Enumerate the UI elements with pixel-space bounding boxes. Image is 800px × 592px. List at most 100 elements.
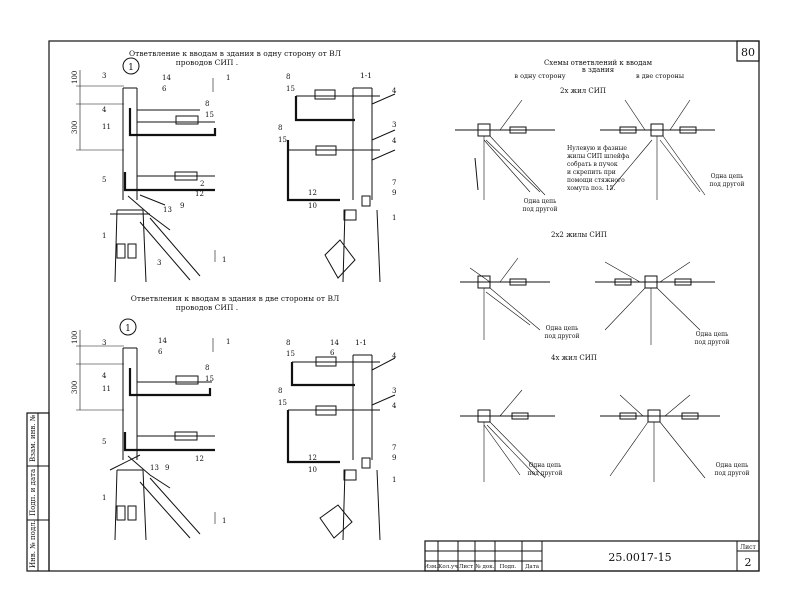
callout: 14	[162, 74, 171, 82]
callout: 7	[392, 444, 396, 452]
callout: 6	[162, 85, 167, 93]
callout: 4	[392, 87, 397, 95]
scheme-row3-left	[460, 389, 555, 482]
callout: 1	[102, 494, 106, 502]
middle-top-view: 1-1 8 15 4 8 15 3 4 12 10 7 9 1	[278, 71, 397, 283]
callout: 14	[330, 339, 339, 347]
document-code: 25.0017-15	[608, 551, 671, 564]
view-marker-label: 1	[125, 324, 131, 334]
callout: 8	[278, 124, 282, 132]
callout: 10	[308, 202, 317, 210]
callout: 14	[158, 337, 167, 345]
callout: 4	[392, 352, 397, 360]
dim-300: 300	[71, 381, 79, 394]
callout: 3	[102, 339, 106, 347]
callout: 12	[308, 189, 317, 197]
sheet-frame	[48, 40, 760, 572]
callout: 15	[286, 350, 295, 358]
callout: 4	[102, 372, 107, 380]
callout: 1	[392, 476, 396, 484]
left-bottom-view: Ответвления к вводам в здания в две стор…	[71, 294, 340, 541]
chain-label-2: под другой	[694, 339, 729, 346]
scheme-row3-right	[600, 394, 720, 482]
callout: 13	[150, 464, 159, 472]
side-stamp-label-3: Инв. № подл.	[29, 520, 37, 568]
sheet-label: Лист	[740, 544, 756, 551]
chain-label-1: Одна цепь	[711, 173, 745, 180]
note-line: Нулевую и фазные	[567, 145, 627, 152]
view-marker-label: 1	[128, 63, 134, 73]
left-bottom-title-2: проводов СИП .	[176, 303, 238, 312]
chain-label-1: Одна цепь	[529, 462, 563, 469]
stamp-col-kol: Кол.уч	[438, 564, 458, 570]
pole-lower	[114, 209, 147, 283]
section-mark-bottom: 1	[222, 517, 226, 525]
stamp-col-date: Дата	[525, 564, 540, 570]
callout: 15	[278, 136, 287, 144]
schemes-panel: Схемы ответвлений к вводам в здания в од…	[455, 59, 750, 482]
stamp-col-podp: Подп.	[500, 564, 517, 570]
callout: 4	[102, 106, 107, 114]
chain-label-2: под другой	[709, 181, 744, 188]
callout: 8	[286, 339, 290, 347]
callout: 11	[102, 123, 111, 131]
callout: 15	[278, 399, 287, 407]
callout: 11	[102, 385, 111, 393]
callout: 9	[180, 202, 184, 210]
callout: 5	[102, 176, 106, 184]
dim-100: 100	[71, 71, 79, 84]
callout: 2	[200, 180, 204, 188]
note-line: хомута поз. 15.	[567, 185, 615, 192]
chain-label-1: Одна цепь	[524, 198, 558, 205]
scheme-row1-left	[455, 99, 555, 200]
section-mark-top: 1	[226, 74, 230, 82]
callout: 9	[392, 454, 396, 462]
row3-title: 4х жил СИП	[551, 354, 597, 362]
note-line: собрать в пучок	[567, 161, 618, 168]
section-mark-top: 1	[226, 338, 230, 346]
schemes-col-left: в одну сторону	[514, 72, 565, 80]
note-line: жилы СИП шлейфа	[567, 153, 630, 160]
left-top-title-2: проводов СИП .	[176, 58, 238, 67]
callout: 4	[392, 137, 397, 145]
schemes-title-1: Схемы ответвлений к вводам	[544, 59, 653, 67]
callout: 3	[102, 72, 106, 80]
callout: 6	[330, 349, 335, 357]
sheet-number: 2	[745, 556, 752, 569]
callout: 13	[163, 206, 172, 214]
callout: 15	[205, 375, 214, 383]
section-label: 1-1	[360, 71, 372, 80]
side-stamp-label-1: Взам. инв. №	[29, 414, 37, 462]
stamp-col-izm: Изм.	[424, 564, 438, 570]
stamp-col-list: Лист	[459, 564, 473, 570]
section-label: 1-1	[355, 338, 367, 347]
left-top-view: Ответвление к вводам в здания в одну сто…	[71, 49, 341, 283]
chain-label-1: Одна цепь	[716, 462, 750, 469]
callout: 9	[165, 464, 169, 472]
callout: 12	[195, 190, 204, 198]
chain-label-2: под другой	[544, 333, 579, 340]
row1-title: 2х жил СИП	[560, 87, 606, 95]
schemes-col-right: в две стороны	[636, 72, 684, 80]
dim-300: 300	[71, 121, 79, 134]
section-mark-bottom: 1	[222, 256, 226, 264]
chain-label-2: под другой	[714, 470, 749, 477]
callout: 8	[205, 100, 209, 108]
callout: 1	[102, 232, 106, 240]
callout: 8	[205, 364, 209, 372]
left-top-title-1: Ответвление к вводам в здания в одну сто…	[129, 49, 341, 58]
chain-label-2: под другой	[527, 470, 562, 477]
callout: 15	[286, 85, 295, 93]
callout: 10	[308, 466, 317, 474]
callout: 15	[205, 111, 214, 119]
side-stamp-label-2: Подп. и дата	[29, 469, 37, 516]
title-block: Изм. Кол.уч Лист № док. Подп. Дата 25.00…	[424, 540, 760, 572]
dim-100: 100	[71, 331, 79, 344]
view-marker-circle	[119, 318, 137, 336]
callout: 1	[392, 214, 396, 222]
chain-label-1: Одна цепь	[696, 331, 730, 338]
left-bottom-title-1: Ответвления к вводам в здания в две стор…	[131, 294, 340, 303]
callout: 3	[157, 259, 161, 267]
pole	[122, 87, 138, 200]
